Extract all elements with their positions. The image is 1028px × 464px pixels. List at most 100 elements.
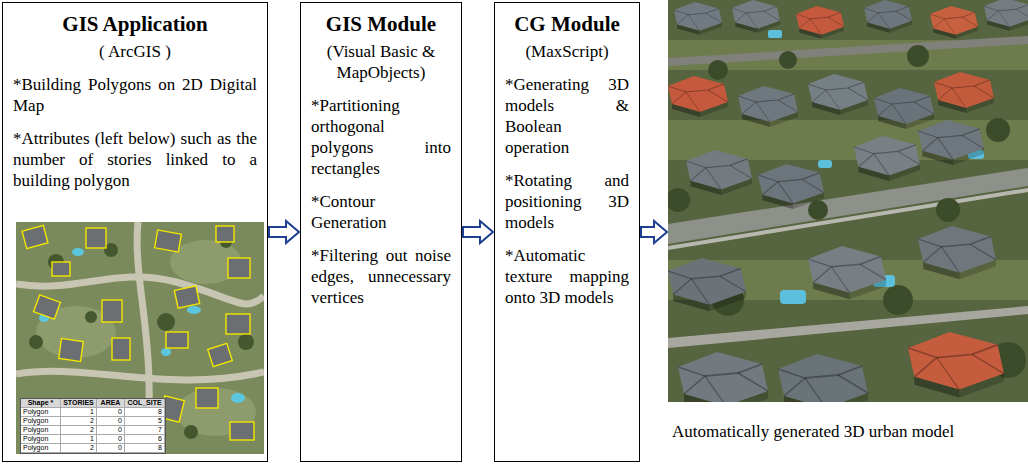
building-polygon [166, 332, 188, 348]
tree [808, 200, 828, 220]
pool [231, 393, 245, 403]
tree [936, 198, 960, 222]
house-model [808, 74, 868, 115]
building-polygon [22, 225, 48, 248]
table-cell: 0 [97, 435, 125, 444]
table-cell: 8 [125, 408, 165, 417]
pool [818, 160, 832, 168]
table-cell: 1 [61, 408, 97, 417]
building-polygon [208, 343, 233, 366]
tree [238, 334, 254, 350]
house-model [668, 0, 1028, 402]
panel-title: GIS Application [13, 11, 257, 37]
figure-caption: Automatically generated 3D urban model [672, 421, 1028, 442]
tree [184, 425, 198, 439]
street [16, 222, 264, 454]
bullet-text: *Building Polygons on 2D Digital Map [13, 74, 257, 116]
building-polygon [52, 262, 70, 276]
tree [668, 188, 690, 212]
tool-name: ( ArcGIS ) [13, 41, 257, 62]
table-cell: 0 [97, 426, 125, 435]
lawn [668, 40, 1028, 300]
cg-module-panel: CG Module(MaxScript)*Generating 3D model… [494, 2, 640, 462]
street [668, 36, 1028, 348]
bullet-text: *Filtering out noise edges, unnecessary … [311, 245, 451, 308]
tree [883, 285, 913, 315]
panel-title: CG Module [505, 11, 629, 37]
table-cell: Polygon [21, 408, 61, 417]
tree [157, 313, 175, 331]
house-model [984, 0, 1028, 31]
bullet-text: *Partitioning orthogonal polygons into r… [311, 95, 451, 179]
house-model [668, 76, 728, 117]
building-polygon [228, 258, 250, 278]
bullet-text: *Contour Generation [311, 191, 451, 233]
pool [187, 306, 201, 314]
house-model [918, 226, 996, 279]
table-cell: 1 [61, 435, 97, 444]
tree [907, 45, 929, 67]
house-model [854, 136, 920, 181]
table-cell: COL_SITE [125, 399, 165, 408]
building-polygon [174, 286, 199, 308]
tool-name: (Visual Basic & MapObjects) [311, 41, 451, 83]
bullet-text: *Automatic texture mapping onto 3D model… [505, 245, 629, 308]
gis-module-panel: GIS Module (Visual Basic & MapObjects) *Pa… [300, 2, 462, 462]
street [16, 371, 264, 380]
table-cell: 0 [97, 444, 125, 453]
building-polygon [196, 388, 218, 408]
table-cell: 2 [61, 444, 97, 453]
house-model [674, 2, 722, 35]
tree [779, 51, 797, 69]
table-cell: 2 [61, 426, 97, 435]
building-polygon [226, 314, 250, 334]
digital-map [16, 222, 264, 454]
house-model [874, 88, 934, 129]
pool [72, 248, 84, 256]
table-cell: Shape * [21, 399, 61, 408]
attribute-table: Shape *STORIESAREACOL_SITEPolygon108Poly… [20, 398, 166, 454]
house-model [930, 6, 978, 39]
house-model [796, 6, 844, 39]
bullet-text: *Rotating and positioning 3D models [505, 170, 629, 233]
pool [768, 30, 782, 38]
building-polygon [112, 338, 130, 360]
table-cell: 6 [125, 435, 165, 444]
bullet-text: *Attributes (left below) such as the num… [13, 128, 257, 191]
house-model [686, 150, 752, 195]
building-polygon [230, 422, 254, 440]
table-cell: 5 [125, 417, 165, 426]
house-model [732, 0, 780, 33]
table-cell: 2 [61, 417, 97, 426]
pool [780, 290, 806, 304]
table-cell: 8 [125, 444, 165, 453]
building-polygon [102, 300, 122, 322]
table-cell: STORIES [61, 399, 97, 408]
house-model [864, 0, 912, 33]
building-polygon [216, 226, 234, 242]
building-polygon [155, 230, 182, 252]
flow-arrow [463, 221, 493, 243]
flow-arrow [269, 221, 299, 243]
building-polygon [59, 339, 84, 362]
house-model [808, 246, 886, 299]
flow-arrow [641, 221, 667, 243]
building-polygon [86, 228, 106, 248]
table-cell: 7 [125, 426, 165, 435]
tree [29, 335, 43, 349]
house-model [738, 86, 798, 127]
panel-title: GIS Module [311, 11, 451, 37]
building-polygon [34, 295, 61, 319]
table-cell: 0 [97, 417, 125, 426]
urban-model-render [668, 0, 1028, 402]
table-cell: Polygon [21, 426, 61, 435]
urban-model-render [668, 0, 1028, 402]
house-model [934, 72, 994, 113]
house-model [758, 164, 824, 209]
house-model [778, 354, 868, 402]
bullet-text: *Generating 3D models & Boolean operatio… [505, 74, 629, 158]
house-model [908, 332, 1004, 398]
pool [161, 348, 171, 356]
pool [39, 248, 245, 403]
tree [708, 60, 728, 80]
